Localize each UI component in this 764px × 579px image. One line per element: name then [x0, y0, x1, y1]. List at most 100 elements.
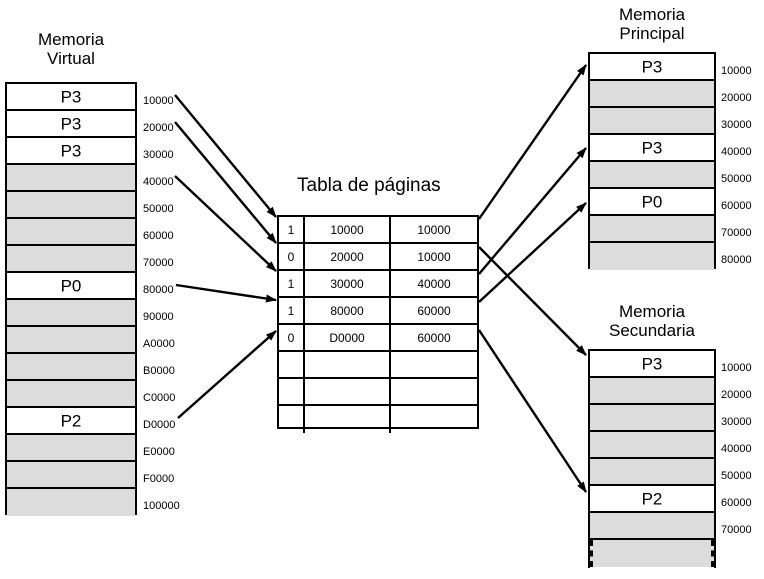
page-table-valid-bit	[279, 379, 305, 404]
virtual-memory-address-10000: 10000	[143, 95, 174, 107]
virtual-memory-block-label: P0	[60, 276, 82, 295]
main-memory-block-4	[590, 162, 714, 189]
virtual-memory-address-labels: 10000 20000 30000 40000 50000 60000 70000 80000…	[141, 82, 197, 515]
virtual-memory-address-C0000: C0000	[143, 392, 176, 404]
virtual-memory-block-4	[7, 192, 135, 219]
virtual-memory-block-7: P0	[7, 273, 135, 300]
arrow-pt-row3-to-mm40000	[478, 147, 587, 275]
virtual-memory-block-9	[7, 327, 135, 354]
secondary-memory-address-50000: 50000	[721, 470, 752, 482]
virtual-memory-title: Memoria Virtual	[37, 30, 105, 68]
virtual-memory-block-14	[7, 462, 135, 489]
virtual-memory-address-F0000: F0000	[143, 473, 175, 485]
main-memory-address-60000: 60000	[721, 200, 752, 212]
main-memory-block-1	[590, 81, 714, 108]
secondary-memory-block-7	[590, 540, 714, 567]
page-table-virtual-address	[305, 406, 391, 433]
virtual-memory-block-10	[7, 354, 135, 381]
secondary-memory-title: Memoria Secundaria	[608, 302, 695, 340]
virtual-memory-block-15	[7, 489, 135, 516]
main-memory-address-50000: 50000	[721, 173, 752, 185]
main-memory-block-6	[590, 216, 714, 243]
virtual-memory-address-D0000: D0000	[143, 419, 176, 431]
main-memory-block-3: P3	[590, 135, 714, 162]
virtual-memory-block-8	[7, 300, 135, 327]
virtual-memory-block-12: P2	[7, 408, 135, 435]
virtual-memory-block-0: P3	[7, 84, 135, 111]
page-table-row-7	[279, 379, 477, 406]
page-table-virtual-address: 80000	[305, 298, 391, 323]
secondary-memory-block-1	[590, 378, 714, 405]
page-table-physical-address	[391, 379, 477, 404]
main-memory-block-label: P0	[641, 192, 663, 211]
main-memory-block-label: P3	[641, 57, 663, 76]
virtual-memory-block-13	[7, 435, 135, 462]
arrow-pt-row1-to-mm10000	[478, 64, 587, 220]
page-table-physical-address	[391, 406, 477, 433]
page-table-row-6	[279, 352, 477, 379]
arrow-pt-row4-to-mm60000	[478, 202, 587, 303]
secondary-memory-block-5: P2	[590, 486, 714, 513]
secondary-memory-block-2	[590, 405, 714, 432]
virtual-memory-block-label: P3	[60, 87, 82, 106]
main-memory-block-2	[590, 108, 714, 135]
page-table-virtual-address: 20000	[305, 244, 391, 269]
virtual-memory-address-60000: 60000	[143, 230, 174, 242]
virtual-memory-address-80000: 80000	[143, 284, 174, 296]
secondary-memory-block-label: P3	[641, 354, 663, 373]
virtual-memory-block-6	[7, 246, 135, 273]
page-table-physical-address: 10000	[417, 249, 451, 264]
virtual-memory-address-20000: 20000	[143, 122, 174, 134]
secondary-memory-address-40000: 40000	[721, 443, 752, 455]
main-memory-address-40000: 40000	[721, 146, 752, 158]
secondary-memory-block-label: P2	[641, 489, 663, 508]
virtual-memory-block-3	[7, 165, 135, 192]
main-memory-block-5: P0	[590, 189, 714, 216]
virtual-memory-address-A0000: A0000	[143, 338, 175, 350]
virtual-memory-block-11	[7, 381, 135, 408]
page-table-valid-bit	[279, 352, 305, 377]
virtual-memory-block-1: P3	[7, 111, 135, 138]
secondary-memory-block-4	[590, 459, 714, 486]
page-table-valid-bit: 0	[279, 244, 305, 269]
virtual-memory-block-label: P3	[60, 141, 82, 160]
page-table-valid-bit: 1	[279, 217, 305, 242]
virtual-memory-address-B0000: B0000	[143, 365, 175, 377]
virtual-memory-address-50000: 50000	[143, 203, 174, 215]
page-table-physical-address	[391, 352, 477, 377]
secondary-memory-block-6	[590, 513, 714, 540]
virtual-memory-address-30000: 30000	[143, 149, 174, 161]
page-table-valid-bit: 1	[279, 298, 305, 323]
virtual-memory-address-90000: 90000	[143, 311, 174, 323]
virtual-memory-address-E0000: E0000	[143, 446, 175, 458]
page-table-virtual-address	[305, 379, 391, 404]
virtual-memory-block-label: P2	[60, 411, 82, 430]
main-memory-address-20000: 20000	[721, 92, 752, 104]
virtual-memory-address-70000: 70000	[143, 257, 174, 269]
virtual-memory-block-5	[7, 219, 135, 246]
secondary-memory-address-30000: 30000	[721, 416, 752, 428]
arrow-pt-row2-to-sm10000	[478, 246, 587, 356]
secondary-memory-block-0: P3	[590, 351, 714, 378]
virtual-memory-address-40000: 40000	[143, 176, 174, 188]
page-table-physical-address: 60000	[417, 330, 451, 345]
main-memory-title: Memoria Principal	[618, 5, 686, 43]
page-table-valid-bit	[279, 406, 305, 433]
page-table-physical-address: 40000	[417, 276, 451, 291]
main-memory-block-0: P3	[590, 54, 714, 81]
arrow-pt-row5-to-sm60000	[477, 329, 588, 493]
secondary-memory-address-70000: 70000	[721, 524, 752, 536]
secondary-memory-block-3	[590, 432, 714, 459]
page-table-valid-bit: 1	[279, 271, 305, 296]
virtual-memory-address-100000: 100000	[143, 500, 180, 512]
virtual-memory-block-label: P3	[60, 114, 82, 133]
